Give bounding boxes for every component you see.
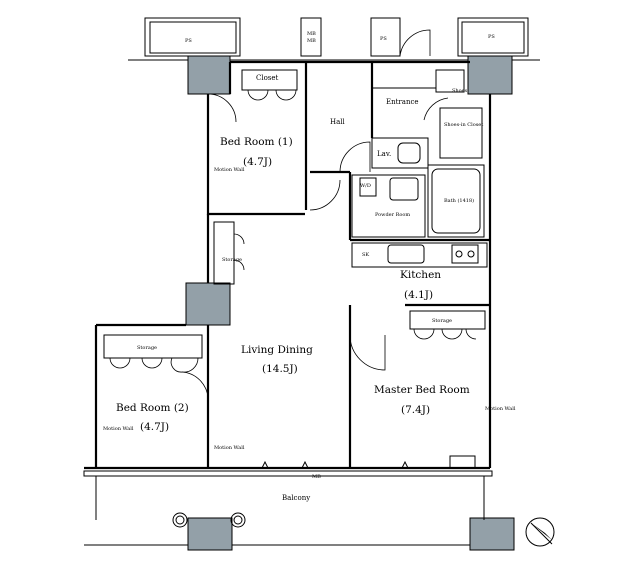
bedroom1-name: Bed Room (1) bbox=[220, 136, 293, 148]
bedroom2-name: Bed Room (2) bbox=[116, 402, 189, 414]
bedroom1-size: (4.7J) bbox=[243, 156, 272, 168]
fixtures bbox=[351, 69, 488, 268]
balcony bbox=[83, 455, 493, 546]
balcony-label: Balcony bbox=[282, 494, 310, 502]
compass-icon bbox=[525, 517, 555, 547]
doors bbox=[181, 93, 449, 399]
ps-label-3: PS bbox=[488, 34, 495, 40]
motion-wall-5: MB bbox=[312, 474, 321, 480]
powder-label: Powder Room bbox=[375, 212, 410, 218]
master-name: Master Bed Room bbox=[374, 384, 470, 396]
entrance-label: Entrance bbox=[386, 98, 419, 106]
lav-label: Lav. bbox=[377, 150, 391, 158]
exterior-walls bbox=[84, 60, 492, 470]
storage-label-3: Storage bbox=[432, 318, 452, 324]
storage-label-1: Storage bbox=[222, 257, 242, 263]
living-size: (14.5J) bbox=[262, 363, 298, 375]
motion-wall-1: Motion Wall bbox=[214, 167, 245, 173]
labels: PS MB MB PS PS Closet Bed Room (1) (4.7J… bbox=[103, 31, 516, 502]
walkin-label: Shoes-in Closet bbox=[444, 122, 483, 128]
closet-label: Closet bbox=[256, 74, 279, 82]
motion-wall-3: Motion Wall bbox=[103, 426, 134, 432]
mb-label: MB bbox=[307, 31, 316, 37]
motion-wall-4: Motion Wall bbox=[214, 445, 245, 451]
kitchen-size: (4.1J) bbox=[404, 289, 433, 301]
motion-wall-2: Motion Wall bbox=[485, 406, 516, 412]
wd-label: W/D bbox=[360, 183, 371, 189]
living-name: Living Dining bbox=[241, 344, 313, 356]
ps-label: PS bbox=[185, 38, 192, 44]
bath-label: Bath (1418) bbox=[444, 197, 474, 204]
structural-pillars bbox=[185, 55, 515, 551]
ps-label-2: PS bbox=[380, 36, 387, 42]
bedroom2-size: (4.7J) bbox=[140, 421, 169, 433]
shoes-label: Shoes bbox=[452, 88, 468, 94]
storage-label-2: Storage bbox=[137, 345, 157, 351]
mb-label-2: MB bbox=[307, 38, 316, 44]
sk-label: SK bbox=[362, 252, 369, 258]
hall-label: Hall bbox=[330, 118, 346, 126]
closets bbox=[103, 69, 486, 373]
master-size: (7.4J) bbox=[401, 404, 430, 416]
kitchen-name: Kitchen bbox=[400, 269, 441, 281]
